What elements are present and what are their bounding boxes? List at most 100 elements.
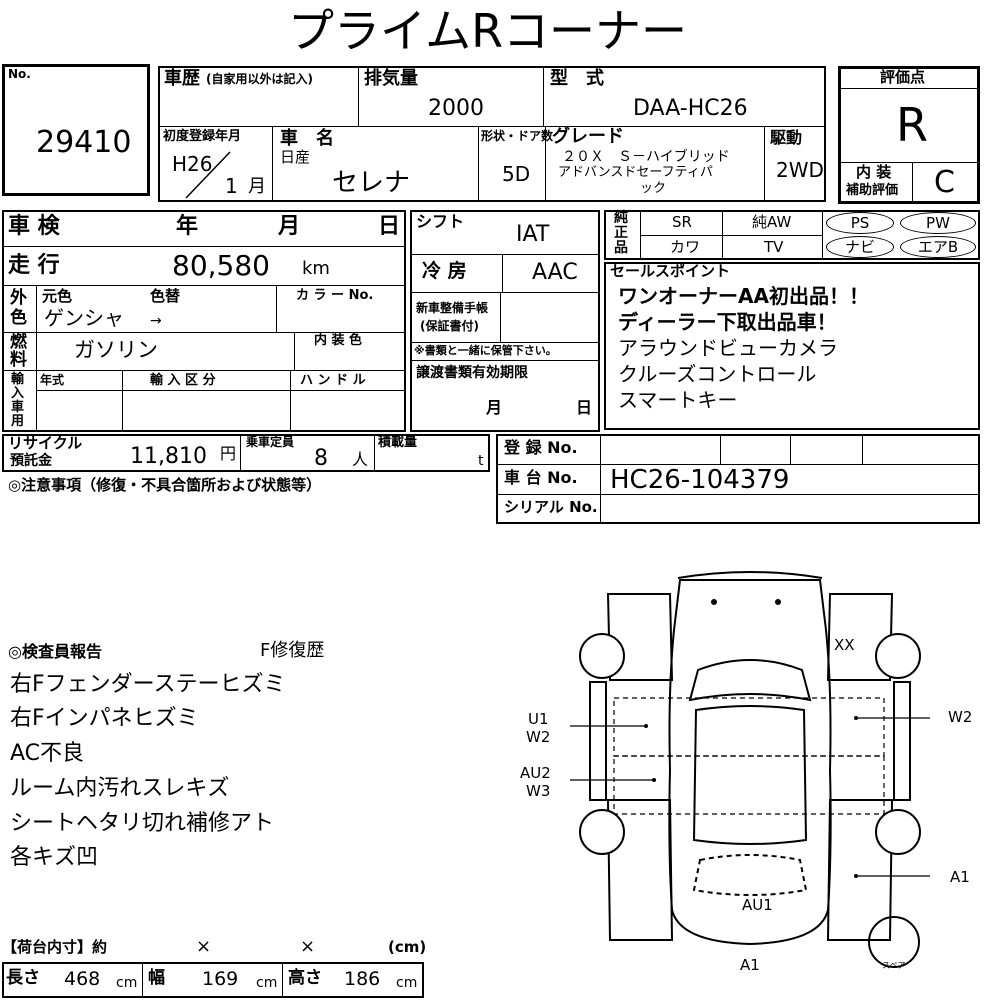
transfer-day: 日 (576, 398, 593, 417)
fuel-label-2: 料 (10, 350, 27, 370)
cargo-times-2: × (300, 936, 316, 957)
cargo-width-label: 幅 (148, 968, 165, 988)
interior-label-2: 補助評価 (846, 183, 899, 198)
recycle-label-2: 預託金 (10, 453, 52, 469)
recycle-value: 11,810 (130, 444, 207, 469)
drive-label: 駆動 (770, 128, 803, 147)
inspector-item-5: シートヘタリ切れ補修アト (10, 811, 275, 836)
sales-point-1: ワンオーナーAA初出品！！ (618, 284, 869, 308)
first-reg-era-year: H26 (172, 152, 213, 176)
shift-value: IAT (516, 222, 550, 247)
cargo-height-label: 高さ (288, 968, 322, 988)
history-sublabel: (自家用以外は記入) (206, 72, 313, 86)
service-book-note: ※書類と一緒に保管下さい。 (414, 344, 557, 357)
import-label-3: 車 (11, 400, 25, 415)
diagram-label-a1-right: A1 (950, 868, 970, 886)
caution-label: ◎注意事項（修復・不具合箇所および状態等） (8, 476, 322, 494)
diagram-label-xx: XX (834, 636, 855, 654)
inspection-year: 年 (176, 214, 199, 239)
handle-label: ハ ン ド ル (300, 373, 366, 388)
interior-label-1: 内 装 (856, 163, 892, 181)
service-book-label-2: (保証書付) (420, 319, 479, 333)
capacity-unit: 人 (352, 450, 369, 469)
lot-label: No. (8, 67, 31, 81)
cargo-length-unit: cm (116, 975, 138, 991)
diagram-label-a1-bottom: A1 (740, 956, 760, 974)
inspection-block (2, 210, 406, 432)
recycle-unit: 円 (220, 444, 237, 463)
import-year-label: 年式 (40, 373, 65, 387)
first-reg-label: 初度登録年月 (163, 129, 242, 144)
doors-label: 形状・ドア数 (481, 129, 554, 143)
evaluation-label: 評価点 (880, 68, 926, 86)
evaluation-score: R (896, 98, 928, 152)
import-category-label: 輸 入 区 分 (150, 373, 216, 388)
page-title: プライムRコーナー (288, 4, 688, 58)
first-reg-month: 1 (225, 174, 238, 198)
color-label-1: 外 (10, 288, 27, 308)
equipment-label-1: 純 (614, 210, 628, 226)
history-label: 車歴 (164, 68, 200, 89)
mileage-label: 走 行 (8, 253, 60, 278)
serial-label: シリアル No. (504, 498, 598, 516)
inspector-item-4: ルーム内汚れスレキズ (10, 776, 230, 801)
diagram-label-au2: AU2 (520, 764, 551, 782)
inspection-label: 車 検 (8, 214, 60, 239)
inspector-item-1: 右Fフェンダーステーヒズミ (10, 672, 286, 697)
import-label-1: 輸 (11, 372, 25, 387)
shift-label: シフト (416, 212, 465, 231)
equipment-aircon: エアB (900, 236, 976, 258)
recycle-label-1: リサイクル (8, 434, 83, 452)
displacement-value: 2000 (428, 96, 484, 121)
equipment-pw: PW (900, 212, 976, 234)
ac-label: 冷 房 (422, 260, 467, 282)
first-reg-slash (185, 151, 231, 199)
diagram-label-w3: W3 (526, 782, 551, 800)
equipment-label-2: 正 (614, 225, 628, 241)
import-label-2: 入 (11, 386, 25, 401)
service-book-label-1: 新車整備手帳 (416, 301, 489, 315)
sales-point-2: ディーラー下取出品車！ (618, 310, 837, 334)
registration-block (496, 434, 980, 524)
model-value: DAA-HC26 (633, 96, 748, 121)
diagram-label-au1: AU1 (742, 896, 773, 914)
cargo-box (2, 962, 424, 998)
diagram-label-w2-left: W2 (526, 728, 551, 746)
grade-label: グレード (552, 126, 624, 147)
grade-line3: ック (640, 181, 667, 196)
equipment-tv: TV (764, 238, 784, 256)
color-no-label: カ ラ ー No. (296, 288, 374, 303)
registration-label: 登 録 No. (504, 438, 578, 457)
car-name-value: セレナ (332, 168, 411, 198)
drive-value: 2WD (776, 158, 824, 182)
top-info-block (158, 66, 826, 202)
lot-box (2, 64, 150, 196)
capacity-label: 乗車定員 (246, 435, 295, 449)
color-value: ゲンシャ (44, 306, 124, 330)
car-name-label: 車 名 (280, 128, 334, 149)
inspector-label: ◎検査員報告 (8, 642, 102, 661)
cargo-width: 169 (202, 968, 239, 990)
original-color-label: 元色 (42, 287, 73, 305)
cargo-length: 468 (64, 968, 101, 990)
color-label-2: 色 (10, 308, 27, 328)
cargo-unit-paren: (cm) (388, 938, 427, 956)
inspection-day: 日 (378, 214, 401, 239)
mileage-unit: km (302, 258, 330, 279)
capacity-value: 8 (314, 446, 328, 471)
equipment-label-3: 品 (614, 240, 628, 256)
cargo-height: 186 (344, 968, 381, 990)
lot-number: 29410 (36, 125, 132, 160)
color-arrow: → (150, 313, 162, 329)
recycle-block (2, 434, 490, 472)
sales-point-4: クルーズコントロール (618, 362, 817, 386)
grade-line2: アドバンスドセーフティパ (558, 165, 713, 180)
cargo-times-1: × (196, 936, 212, 957)
cargo-width-unit: cm (256, 975, 278, 991)
inspector-item-3: AC不良 (10, 741, 85, 766)
equipment-navi: ナビ (826, 236, 894, 258)
diagram-label-u1: U1 (528, 710, 549, 728)
cargo-height-unit: cm (396, 975, 418, 991)
diagram-label-w2-right: W2 (948, 708, 973, 726)
first-reg-month-unit: 月 (248, 176, 266, 197)
